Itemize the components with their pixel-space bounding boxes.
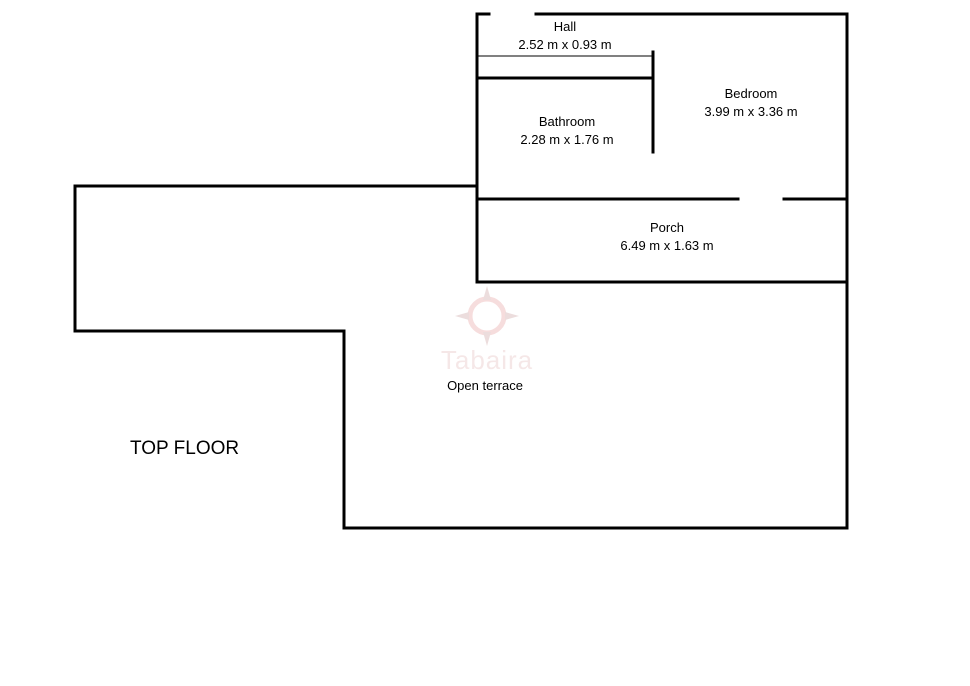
bathroom-name: Bathroom: [538, 114, 596, 129]
hall-label: Hall 2.52 m x 0.93 m: [518, 18, 611, 54]
bathroom-size: 2.28 m x 1.76 m: [520, 132, 614, 147]
porch-label: Porch 6.49 m x 1.63 m: [620, 219, 713, 255]
bedroom-name: Bedroom: [724, 86, 778, 101]
bedroom-label: Bedroom 3.99 m x 3.36 m: [704, 85, 797, 121]
watermark-text: Tabaira: [440, 345, 534, 375]
porch-name: Porch: [650, 220, 684, 235]
hall-size: 2.52 m x 0.93 m: [518, 37, 612, 52]
terrace-name: Open terrace: [447, 378, 523, 393]
hall-name: Hall: [553, 19, 577, 34]
terrace-label: Open terrace: [447, 377, 523, 395]
terrace-outer-wall: [73, 184, 849, 530]
porch-size: 6.49 m x 1.63 m: [620, 238, 714, 253]
watermark-sun-icon: [455, 286, 519, 346]
floor-title: TOP FLOOR: [130, 438, 240, 459]
watermark: Tabaira: [441, 346, 533, 374]
bathroom-label: Bathroom 2.28 m x 1.76 m: [520, 113, 613, 149]
bedroom-size: 3.99 m x 3.36 m: [704, 104, 798, 119]
